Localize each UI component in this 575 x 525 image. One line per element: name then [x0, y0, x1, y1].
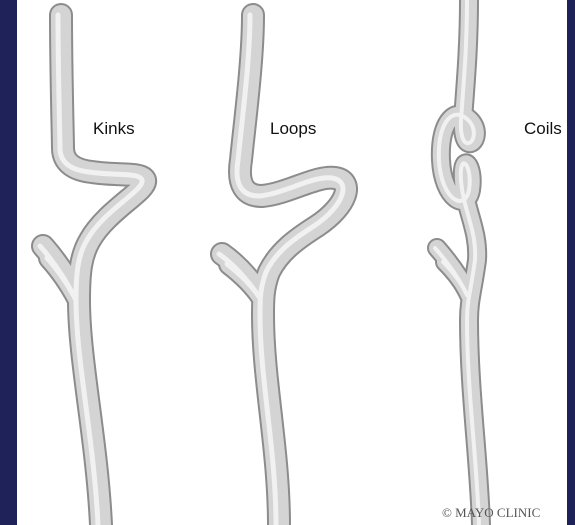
loops-vessel [219, 15, 346, 525]
label-loops: Loops [270, 119, 316, 139]
label-coils: Coils [524, 119, 562, 139]
copyright-notice: © MAYO CLINIC [442, 505, 540, 521]
illustration-panel: Kinks Loops Coils © MAYO CLINIC [17, 0, 567, 525]
coils-vessel [435, 0, 481, 525]
vessel-illustration [17, 0, 567, 525]
kinks-vessel [40, 15, 145, 525]
label-kinks: Kinks [93, 119, 135, 139]
